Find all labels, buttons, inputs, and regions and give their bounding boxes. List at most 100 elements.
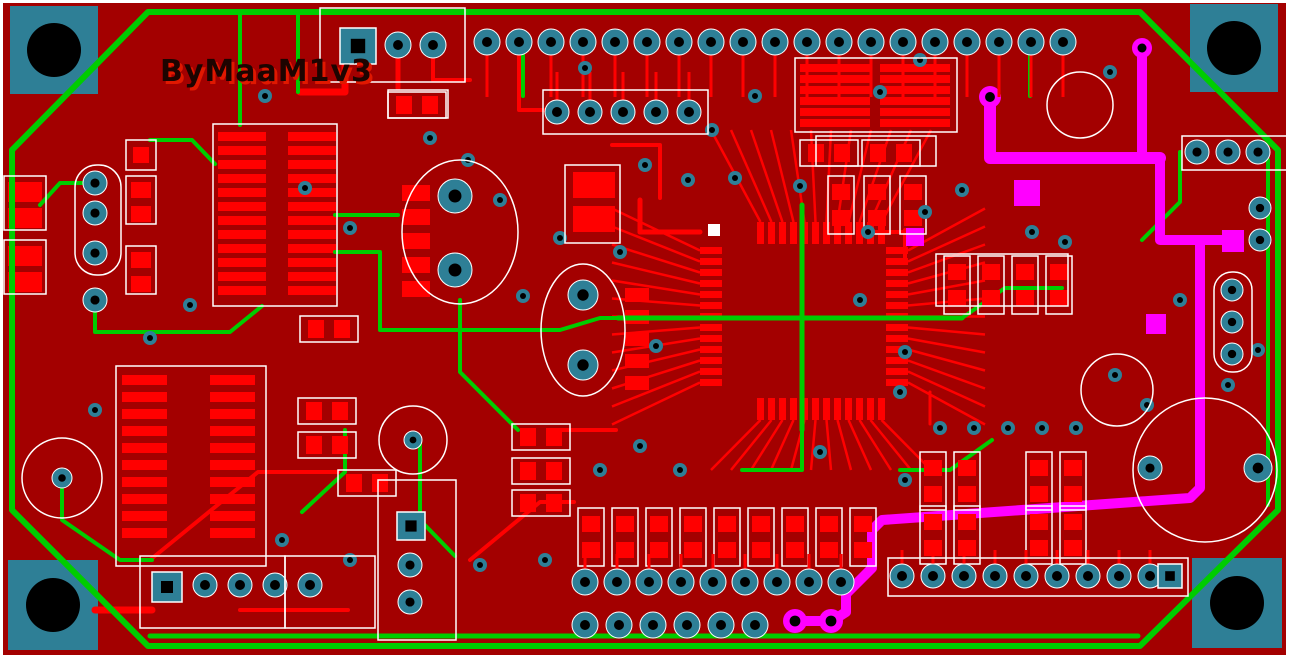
qfp-pad (878, 222, 885, 244)
red-trace (611, 243, 701, 274)
pad-drill-hole (738, 37, 748, 47)
red-trace (611, 370, 701, 408)
component-pin-pad (122, 528, 167, 538)
red-trace (907, 348, 986, 372)
qfp-pad (757, 222, 764, 244)
smd-pad (422, 96, 438, 114)
component-pin-pad (122, 494, 167, 504)
red-trace (907, 326, 986, 336)
smd-pad (332, 402, 348, 420)
via-hole (1177, 297, 1183, 303)
magenta-trace (1155, 153, 1237, 245)
qfp-pad (886, 269, 908, 276)
component-pin-pad (880, 75, 950, 83)
smd-outline (713, 507, 741, 567)
via-hole (1005, 425, 1011, 431)
via-hole (959, 187, 965, 193)
pad-drill-hole (706, 37, 716, 47)
via-hole (279, 537, 285, 543)
component-pin-pad (210, 494, 255, 504)
pad-drill-hole (90, 295, 100, 305)
component-pin-pad (122, 375, 167, 385)
via-hole (732, 175, 738, 181)
pad-drill-hole (482, 37, 492, 47)
pad-drill-hole (1227, 317, 1237, 327)
component-pin-pad (288, 188, 336, 197)
silkscreen-outline (74, 164, 122, 276)
magenta-pad-hole (825, 615, 837, 627)
component-pin-pad (218, 244, 266, 253)
smd-pad (924, 460, 942, 476)
silkscreen-outline (377, 479, 457, 641)
magenta-pad-hole (985, 92, 995, 102)
pad-drill-hole (1227, 349, 1237, 359)
qfp-pad (886, 357, 908, 364)
qfp-pad (886, 324, 908, 331)
smd-outline (645, 507, 673, 567)
pad-drill-hole (897, 571, 907, 581)
pad-drill-hole (1192, 147, 1202, 157)
component-pin-pad (288, 244, 336, 253)
component-pin-pad (573, 206, 615, 232)
pad-drill-hole (514, 37, 524, 47)
component-pin-pad (288, 132, 336, 141)
qfp-pad (768, 398, 775, 420)
component-pin-pad (288, 202, 336, 211)
qfp-pad (790, 398, 797, 420)
via-hole (653, 343, 659, 349)
component-pin-pad (402, 257, 430, 273)
pad-drill-hole (580, 577, 590, 587)
qfp-pad (886, 247, 908, 254)
red-trace (907, 279, 986, 296)
pad-drill-hole (1021, 571, 1031, 581)
smd-outline (781, 507, 809, 567)
smd-pad (924, 540, 942, 556)
component-pin-pad (218, 286, 266, 295)
smd-pad (718, 516, 736, 532)
silkscreen-outline (212, 123, 338, 307)
green-trace (93, 300, 264, 334)
qfp-pad (779, 222, 786, 244)
component-pin-pad (133, 147, 149, 163)
smd-pad (820, 516, 838, 532)
component-pin-pad (210, 528, 255, 538)
component-pin-pad (288, 174, 336, 183)
smd-pad (982, 264, 1000, 280)
via-hole (817, 449, 823, 455)
qfp-pad (886, 291, 908, 298)
red-trace (729, 129, 773, 223)
smd-pad (616, 542, 634, 558)
pad-drill-hole (959, 571, 969, 581)
mount-hole (1207, 21, 1261, 75)
smd-pad (752, 516, 770, 532)
smd-outline (337, 469, 397, 497)
component-pin-pad (800, 86, 870, 94)
component-pin-pad (880, 108, 950, 116)
component-pin-pad (573, 172, 615, 198)
via-hole (1255, 347, 1261, 353)
pad-drill-hole (235, 580, 245, 590)
pad-drill-hole (682, 620, 692, 630)
silkscreen-outline (1181, 135, 1289, 171)
pad-drill-hole (90, 208, 100, 218)
component-pin-pad (218, 272, 266, 281)
via-hole (1062, 239, 1068, 245)
smd-pad (948, 264, 966, 280)
silkscreen-outline (564, 164, 621, 244)
smd-pad (520, 462, 536, 480)
red-trace (907, 225, 986, 263)
red-trace (468, 500, 576, 562)
component-pin-pad (800, 97, 870, 105)
pad-drill-hole (90, 248, 100, 258)
smd-pad (306, 402, 322, 420)
pad-drill-hole (618, 107, 628, 117)
pad-drill-hole (1253, 147, 1263, 157)
smd-pad (896, 144, 912, 162)
red-trace (148, 470, 340, 562)
component-pin-pad (288, 216, 336, 225)
red-trace (907, 243, 986, 274)
component-pin-pad (625, 354, 649, 368)
silkscreen-text: ByMaaM1v3 (160, 54, 373, 89)
